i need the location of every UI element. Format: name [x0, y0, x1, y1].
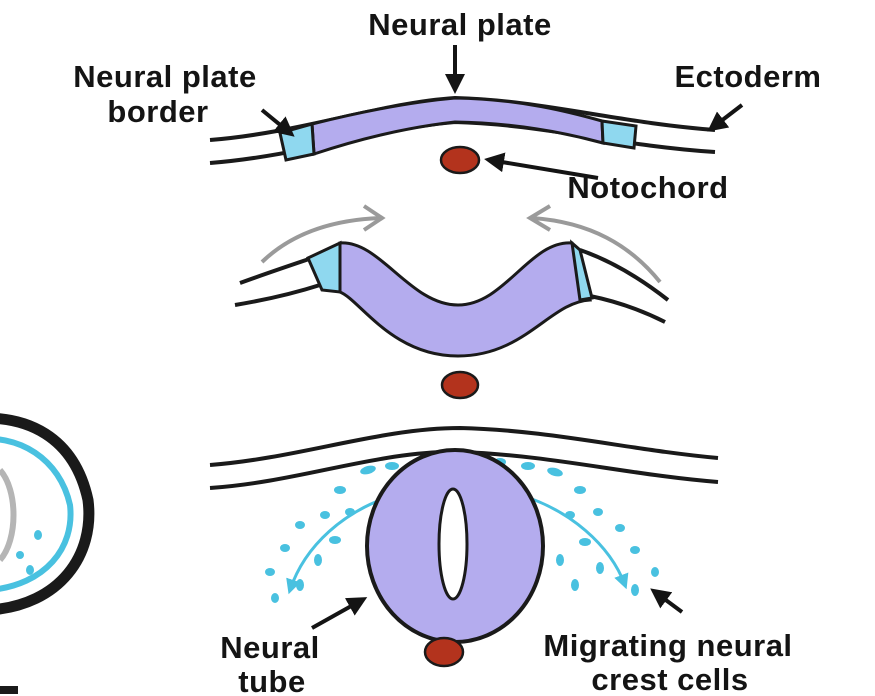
stage-2-neural-folds	[235, 206, 668, 398]
ectoderm-left-inner	[235, 285, 320, 305]
stage-1-neural-plate	[210, 98, 715, 173]
label-neural-plate-border-line2: border	[107, 94, 208, 129]
label-neural-tube-line1: Neural	[220, 630, 319, 665]
notochord-3	[425, 638, 463, 666]
cut-off-cross-section	[0, 418, 89, 690]
ectoderm-arrow	[712, 105, 742, 128]
label-neural-tube-line2: tube	[238, 664, 305, 696]
label-migrating-line1: Migrating neural	[543, 628, 792, 663]
label-migrating-line2: crest cells	[591, 662, 748, 696]
notochord-2	[442, 372, 478, 398]
neural-plate-border-cells-right	[602, 121, 636, 148]
neural-tube-lumen	[439, 489, 467, 599]
fold-border-cells-left	[308, 243, 340, 292]
neural-plate-tissue	[312, 98, 603, 154]
label-ectoderm: Ectoderm	[675, 59, 822, 94]
neural-tube-arrow	[312, 600, 362, 628]
label-notochord: Notochord	[567, 170, 728, 205]
ectoderm-right-inner	[590, 296, 665, 322]
notochord-1	[441, 147, 479, 173]
label-neural-plate-border-line1: Neural plate	[73, 59, 256, 94]
neural-groove-tissue	[340, 243, 590, 356]
crest-cells-arrow	[655, 592, 682, 612]
label-neural-plate: Neural plate	[368, 7, 551, 42]
